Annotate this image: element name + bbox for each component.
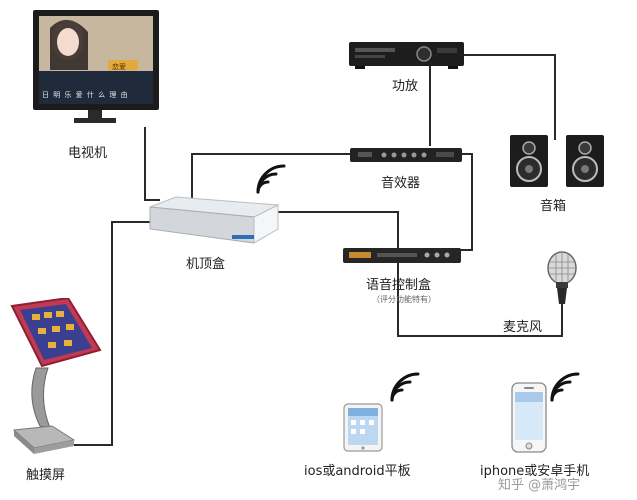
tv-screen-text: 日 明 乐 爱 什 么 理 由: [42, 91, 129, 99]
cable-settop-voicebox: [262, 211, 399, 250]
tv-label: 电视机: [68, 146, 108, 161]
phone-device: [511, 382, 547, 454]
settop-box-device: [146, 195, 281, 250]
speakers-label: 音箱: [540, 199, 567, 214]
voice-box-label: 语音控制盒: [366, 278, 432, 293]
tablet-device: [343, 403, 383, 453]
phone-icon: [511, 382, 547, 453]
voice-box-device: [343, 245, 461, 267]
microphone-icon: [547, 251, 577, 304]
tablet-label: ios或android平板: [304, 464, 411, 479]
watermark: 知乎 @萧鸿宇: [498, 478, 581, 493]
touchscreen-icon: [10, 296, 102, 454]
effector-label: 音效器: [381, 176, 421, 191]
wifi-icon: [256, 164, 286, 194]
cable-settop-touchscreen: [62, 221, 170, 446]
speakers-device: [508, 135, 608, 190]
phone-label: iphone或安卓手机: [480, 464, 590, 479]
effector-device: [350, 146, 462, 166]
touchscreen-label: 触摸屏: [26, 468, 66, 483]
settop-box-icon: [149, 196, 280, 244]
voice-box-note: （评分功能特有）: [372, 295, 436, 304]
amplifier-label: 功放: [392, 79, 419, 94]
amplifier-device: [349, 40, 464, 70]
voice-box-icon: [343, 248, 461, 263]
tablet-icon: [343, 403, 383, 452]
cable-effector-voicebox: [458, 153, 473, 251]
cable-settop-effector: [191, 153, 355, 205]
cable-voicebox-mic: [397, 262, 563, 337]
settop-box-label: 机顶盒: [186, 257, 226, 272]
tv-device: 恋爱 日 明 乐 爱 什 么 理 由: [30, 10, 160, 130]
amplifier-icon: [349, 42, 464, 69]
effector-icon: [350, 148, 462, 162]
cable-tv-settop: [144, 127, 160, 201]
cable-amplifier-speakers: [462, 54, 556, 140]
microphone-device: [543, 250, 583, 306]
tablet-wifi-icon: [390, 372, 420, 402]
phone-wifi-icon: [550, 372, 580, 402]
speaker-icon: [510, 135, 604, 187]
touchscreen-device: [8, 296, 103, 460]
tv-badge: 恋爱: [112, 63, 126, 71]
microphone-label: 麦克风: [503, 320, 543, 335]
tv-icon: [33, 10, 159, 123]
